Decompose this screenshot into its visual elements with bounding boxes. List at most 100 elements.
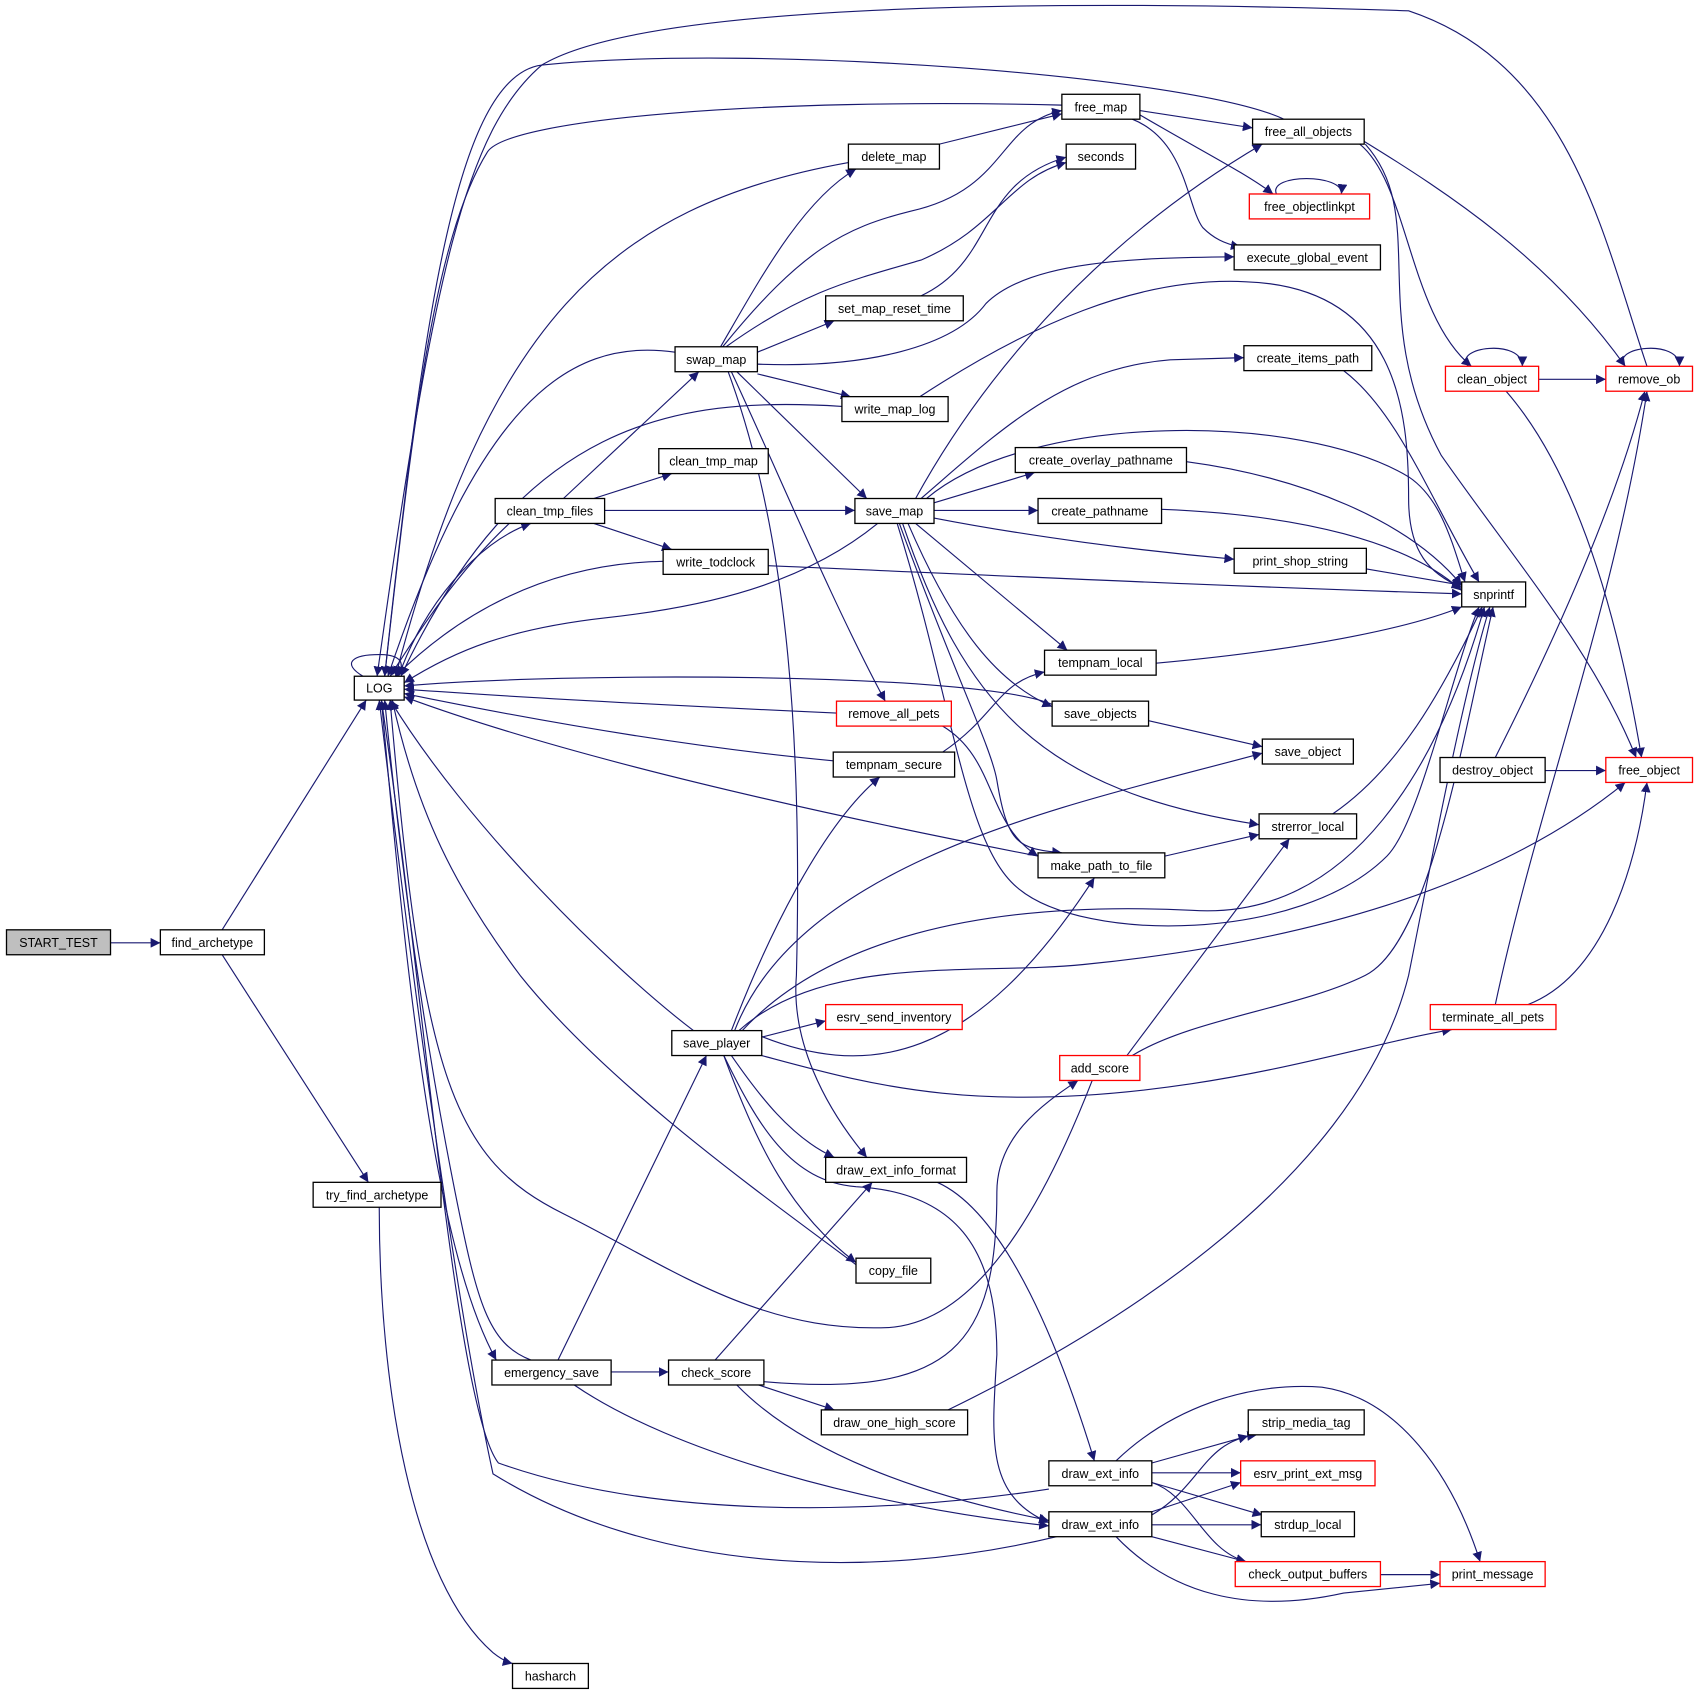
node-strerror-local[interactable]: strerror_local bbox=[1258, 813, 1358, 840]
node-label: save_objects bbox=[1064, 707, 1137, 721]
node-draw-ext-info-2[interactable]: draw_ext_info bbox=[1048, 1511, 1153, 1538]
node-box bbox=[662, 548, 769, 576]
edge-check_score-draw_ext_info_format bbox=[714, 1181, 873, 1361]
node-esrv-send-inventory[interactable]: esrv_send_inventory bbox=[825, 1003, 963, 1031]
node-tempnam-local[interactable]: tempnam_local bbox=[1043, 649, 1157, 676]
node-box bbox=[1439, 1560, 1546, 1588]
node-label: strip_media_tag bbox=[1262, 1416, 1351, 1430]
node-write-todclock[interactable]: write_todclock bbox=[662, 548, 769, 576]
node-remove-all-pets[interactable]: remove_all_pets bbox=[835, 700, 953, 727]
node-set-map-reset-time[interactable]: set_map_reset_time bbox=[825, 295, 964, 322]
edge-clean_object-free_object bbox=[1505, 390, 1645, 758]
edge-save_player-terminate_all_pets bbox=[761, 1026, 1453, 1098]
node-free-map[interactable]: free_map bbox=[1061, 93, 1141, 120]
node-box bbox=[494, 497, 606, 525]
node-label: seconds bbox=[1078, 150, 1124, 164]
node-label: save_player bbox=[683, 1037, 750, 1051]
node-clean-object[interactable]: clean_object bbox=[1444, 365, 1540, 392]
node-delete-map[interactable]: delete_map bbox=[847, 143, 941, 170]
node-label: execute_global_event bbox=[1247, 251, 1369, 265]
node-box bbox=[855, 1257, 932, 1284]
node-box bbox=[1261, 738, 1354, 765]
node-label: destroy_object bbox=[1452, 764, 1534, 778]
edge-draw_ext_info_2-strip_media_tag bbox=[1151, 1431, 1257, 1516]
node-label: START_TEST bbox=[19, 936, 98, 950]
node-box bbox=[1605, 365, 1694, 392]
node-snprintf[interactable]: snprintf bbox=[1461, 581, 1527, 608]
edge-add_score-strerror_local bbox=[1126, 838, 1290, 1056]
edge-clean_object-clean_object bbox=[1465, 347, 1528, 367]
edge-swap_map-set_map_reset_time bbox=[757, 319, 835, 353]
node-seconds[interactable]: seconds bbox=[1065, 143, 1137, 170]
node-create-pathname[interactable]: create_pathname bbox=[1037, 497, 1163, 525]
node-make-path-to-file[interactable]: make_path_to_file bbox=[1037, 852, 1166, 879]
node-LOG[interactable]: LOG bbox=[353, 675, 405, 701]
node-terminate-all-pets[interactable]: terminate_all_pets bbox=[1429, 1003, 1557, 1031]
edge-save_player-snprintf bbox=[741, 606, 1487, 1031]
node-save-map[interactable]: save_map bbox=[854, 497, 935, 525]
node-print-shop-string[interactable]: print_shop_string bbox=[1233, 547, 1368, 574]
edge-copy_file-LOG bbox=[389, 699, 857, 1266]
node-write-map-log[interactable]: write_map_log bbox=[841, 395, 949, 423]
edge-draw_ext_info_1-strip_media_tag bbox=[1151, 1433, 1249, 1464]
node-label: free_all_objects bbox=[1265, 125, 1352, 139]
node-free-object[interactable]: free_object bbox=[1605, 756, 1694, 784]
node-remove-ob[interactable]: remove_ob bbox=[1605, 365, 1694, 392]
node-hasharch[interactable]: hasharch bbox=[511, 1662, 590, 1690]
node-tempnam-secure[interactable]: tempnam_secure bbox=[832, 751, 956, 778]
node-copy-file[interactable]: copy_file bbox=[855, 1257, 932, 1284]
node-box bbox=[491, 1359, 612, 1386]
node-create-items-path[interactable]: create_items_path bbox=[1243, 345, 1373, 372]
node-strip-media-tag[interactable]: strip_media_tag bbox=[1247, 1409, 1365, 1436]
node-save-player[interactable]: save_player bbox=[671, 1029, 763, 1057]
edge-save_objects-save_object bbox=[1148, 720, 1263, 750]
node-box bbox=[1048, 1511, 1153, 1538]
edge-terminate_all_pets-remove_ob bbox=[1494, 391, 1651, 1005]
node-emergency-save[interactable]: emergency_save bbox=[491, 1359, 612, 1386]
node-print-message[interactable]: print_message bbox=[1439, 1560, 1546, 1588]
node-execute-global-event[interactable]: execute_global_event bbox=[1233, 244, 1382, 271]
node-box bbox=[1037, 497, 1163, 525]
edge-make_path_to_file-strerror_local bbox=[1164, 831, 1260, 857]
node-free-objectlinkpt[interactable]: free_objectlinkpt bbox=[1248, 193, 1371, 220]
edge-set_map_reset_time-seconds bbox=[920, 155, 1067, 297]
node-label: terminate_all_pets bbox=[1442, 1011, 1544, 1025]
node-strdup-local[interactable]: strdup_local bbox=[1260, 1511, 1356, 1538]
edge-save_player-free_object bbox=[738, 781, 1626, 1032]
node-draw-one-high-score[interactable]: draw_one_high_score bbox=[820, 1409, 969, 1436]
node-check-score[interactable]: check_score bbox=[667, 1359, 765, 1386]
node-create-overlay-pathname[interactable]: create_overlay_pathname bbox=[1014, 446, 1188, 474]
node-swap-map[interactable]: swap_map bbox=[674, 346, 759, 373]
node-clean-tmp-map[interactable]: clean_tmp_map bbox=[658, 448, 769, 475]
node-destroy-object[interactable]: destroy_object bbox=[1439, 756, 1546, 784]
node-clean-tmp-files[interactable]: clean_tmp_files bbox=[494, 497, 606, 525]
node-find-archetype[interactable]: find_archetype bbox=[159, 929, 266, 956]
edge-swap_map-execute_global_event bbox=[757, 252, 1235, 366]
edge-save_map-free_all_objects bbox=[915, 143, 1263, 499]
node-label: strdup_local bbox=[1274, 1518, 1341, 1532]
edge-free_all_objects-free_object bbox=[1364, 143, 1638, 758]
node-try-find-archetype[interactable]: try_find_archetype bbox=[312, 1181, 442, 1208]
edge-save_player-make_path_to_file bbox=[747, 877, 1095, 1057]
node-box bbox=[841, 395, 949, 423]
edge-make_path_to_file-LOG bbox=[403, 695, 1039, 857]
node-esrv-print-ext-msg[interactable]: esrv_print_ext_msg bbox=[1240, 1460, 1376, 1487]
node-save-object[interactable]: save_object bbox=[1261, 738, 1354, 765]
node-draw-ext-info-format[interactable]: draw_ext_info_format bbox=[825, 1156, 968, 1183]
node-label: print_message bbox=[1452, 1568, 1534, 1582]
node-add-score[interactable]: add_score bbox=[1059, 1054, 1141, 1082]
node-check-output-buffers[interactable]: check_output_buffers bbox=[1234, 1560, 1382, 1588]
node-free-all-objects[interactable]: free_all_objects bbox=[1251, 118, 1365, 145]
node-box bbox=[1429, 1003, 1557, 1031]
node-box bbox=[1251, 118, 1365, 145]
node-label: tempnam_local bbox=[1058, 656, 1142, 670]
node-draw-ext-info-1[interactable]: draw_ext_info bbox=[1048, 1460, 1153, 1487]
edge-save_map-create_items_path bbox=[920, 353, 1244, 499]
node-box bbox=[1444, 365, 1540, 392]
node-label: snprintf bbox=[1473, 588, 1514, 602]
node-label: swap_map bbox=[686, 353, 746, 367]
node-save-objects[interactable]: save_objects bbox=[1051, 700, 1150, 727]
edge-try_find_archetype-hasharch bbox=[378, 1207, 513, 1666]
node-label: remove_all_pets bbox=[848, 707, 939, 721]
node-label: free_map bbox=[1075, 100, 1128, 114]
